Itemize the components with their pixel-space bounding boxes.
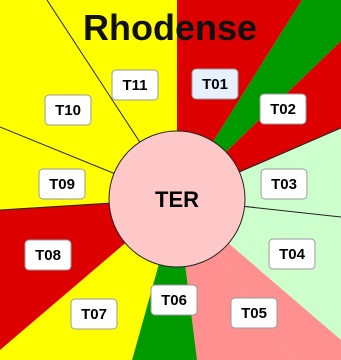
sector-label-text: T09 (49, 176, 75, 193)
sector-label-t11[interactable]: T11 (111, 69, 159, 101)
sector-label-text: T02 (270, 101, 296, 118)
map-title: Rhodense (83, 7, 257, 48)
sector-label-box[interactable] (259, 93, 307, 125)
sector-label-text: T07 (81, 306, 107, 323)
sector-label-t05[interactable]: T05 (230, 297, 278, 329)
sector-label-t10[interactable]: T10 (44, 94, 92, 126)
sector-label-box[interactable] (38, 168, 86, 200)
sector-label-text: T10 (55, 102, 81, 119)
sector-label-box[interactable] (191, 68, 239, 100)
sector-label-text: T04 (279, 246, 306, 263)
center-circle[interactable] (108, 130, 246, 268)
sector-label-box[interactable] (70, 298, 118, 330)
sector-label-t03[interactable]: T03 (260, 168, 308, 200)
sector-label-box[interactable] (268, 238, 316, 270)
sector-label-box[interactable] (111, 69, 159, 101)
center-label: TER (155, 187, 199, 212)
sector-label-t08[interactable]: T08 (24, 239, 72, 271)
sector-label-box[interactable] (44, 94, 92, 126)
center-node[interactable]: TER (108, 130, 246, 268)
sector-label-t07[interactable]: T07 (70, 298, 118, 330)
sector-label-t06[interactable]: T06 (150, 284, 198, 316)
sector-label-t09[interactable]: T09 (38, 168, 86, 200)
sector-label-box[interactable] (24, 239, 72, 271)
sector-label-box[interactable] (230, 297, 278, 329)
sector-label-t02[interactable]: T02 (259, 93, 307, 125)
sector-label-box[interactable] (260, 168, 308, 200)
sector-label-t04[interactable]: T04 (268, 238, 316, 270)
sector-label-box[interactable] (150, 284, 198, 316)
sector-label-text: T08 (35, 247, 61, 264)
sector-label-text: T11 (122, 77, 147, 94)
sector-label-text: T01 (202, 76, 228, 93)
sector-label-t01[interactable]: T01 (191, 68, 239, 100)
sector-label-text: T06 (161, 292, 187, 309)
sector-label-text: T05 (241, 305, 267, 322)
sector-label-text: T03 (271, 176, 297, 193)
